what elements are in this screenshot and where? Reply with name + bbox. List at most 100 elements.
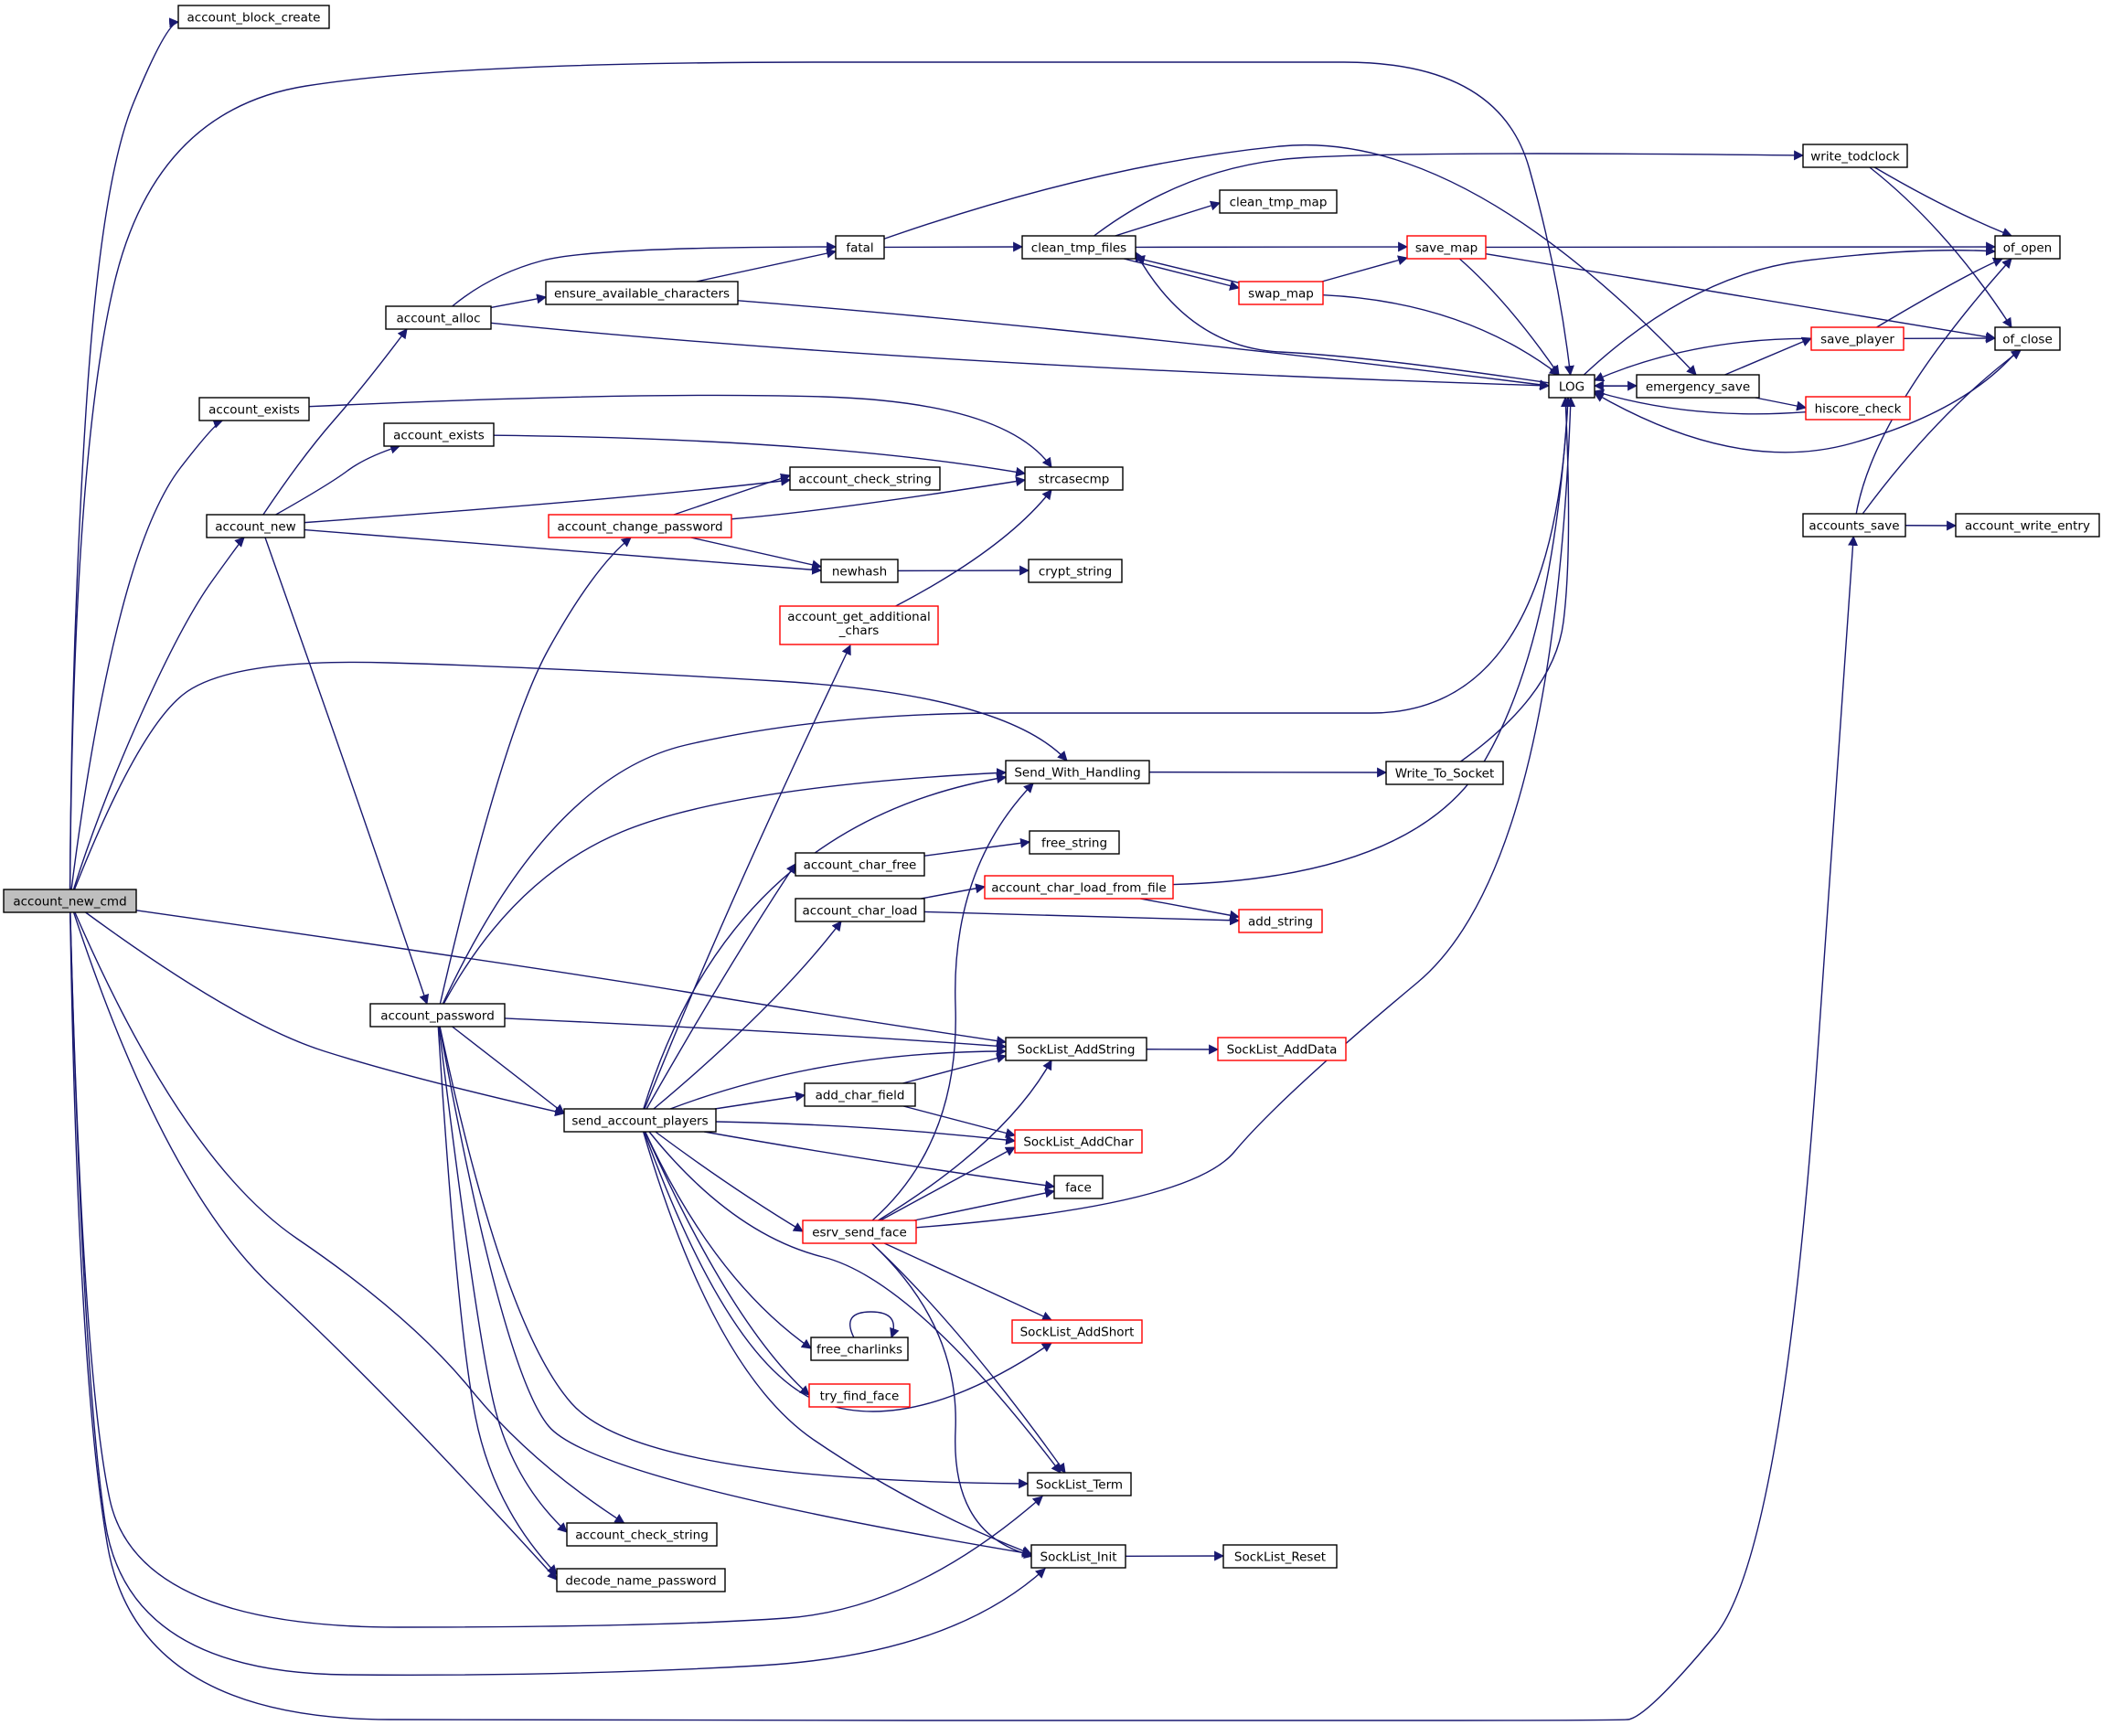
node-LOG[interactable]: LOG: [1548, 374, 1595, 399]
edge-account_change_password-to-account_check_string_a: [673, 473, 792, 516]
edge-clean_tmp_files-to-write_todclock: [1094, 150, 1805, 237]
node-box: [804, 1082, 916, 1107]
node-face[interactable]: face: [1053, 1175, 1104, 1199]
edge-account_char_load_from_file-to-LOG: [1172, 396, 1573, 886]
node-save_map[interactable]: save_map: [1406, 235, 1487, 260]
node-label: save_player: [1820, 333, 1894, 347]
node-account_get_additional_chars[interactable]: account_get_additional_chars: [779, 605, 939, 645]
node-add_string[interactable]: add_string: [1238, 909, 1323, 933]
node-account_char_load[interactable]: account_char_load: [795, 898, 925, 922]
node-box: [795, 852, 925, 877]
edge-ensure_available_characters-to-LOG: [737, 300, 1551, 390]
node-fatal[interactable]: fatal: [835, 235, 885, 260]
edge-account_new_cmd-to-SockList_Term: [69, 911, 1043, 1628]
edge-account_new-to-account_alloc: [262, 328, 408, 516]
node-account_char_free[interactable]: account_char_free: [795, 852, 925, 877]
node-clean_tmp_files[interactable]: clean_tmp_files: [1021, 235, 1136, 260]
edge-account_change_password-to-newhash: [690, 537, 823, 570]
edge-save_map-to-of_close: [1485, 252, 1997, 342]
edge-account_change_password-to-strcasecmp: [731, 476, 1027, 520]
node-box: [1011, 1319, 1143, 1344]
node-free_charlinks[interactable]: free_charlinks: [810, 1337, 909, 1361]
edge-accounts_save-to-of_open: [1855, 258, 2012, 515]
node-label: face: [1065, 1181, 1092, 1196]
node-account_check_string_b[interactable]: account_check_string: [566, 1522, 718, 1547]
node-decode_name_password[interactable]: decode_name_password: [556, 1568, 726, 1592]
node-write_todclock[interactable]: write_todclock: [1802, 144, 1908, 168]
node-label: fatal: [846, 241, 873, 256]
node-account_char_load_from_file[interactable]: account_char_load_from_file: [984, 875, 1174, 900]
node-account_new[interactable]: account_new: [206, 514, 305, 538]
node-add_char_field[interactable]: add_char_field: [804, 1082, 916, 1107]
edge-esrv_send_face-to-LOG: [915, 396, 1576, 1229]
node-box: [779, 605, 939, 645]
edge-save_map-to-LOG: [1458, 258, 1560, 376]
node-account_new_cmd[interactable]: account_new_cmd: [3, 889, 137, 913]
node-label: account_change_password: [557, 520, 722, 535]
node-label: of_open: [2003, 241, 2052, 256]
node-label: hiscore_check: [1815, 402, 1902, 417]
edge-account_new_cmd-to-Send_With_Handling: [73, 661, 1068, 890]
edge-save_player-to-of_open: [1876, 257, 2004, 328]
node-SockList_AddChar[interactable]: SockList_AddChar: [1014, 1129, 1143, 1154]
node-label: free_charlinks: [816, 1343, 902, 1358]
node-SockList_Reset[interactable]: SockList_Reset: [1222, 1544, 1338, 1569]
node-box: [795, 898, 925, 922]
node-label: Write_To_Socket: [1395, 767, 1495, 782]
node-label: write_todclock: [1810, 150, 1900, 165]
edge-swap_map-to-LOG: [1322, 293, 1560, 376]
node-account_exists_b[interactable]: account_exists: [383, 422, 495, 447]
node-SockList_AddShort[interactable]: SockList_AddShort: [1011, 1319, 1143, 1344]
node-SockList_AddString[interactable]: SockList_AddString: [1005, 1037, 1147, 1061]
node-Send_With_Handling[interactable]: Send_With_Handling: [1005, 760, 1150, 784]
node-strcasecmp[interactable]: strcasecmp: [1024, 466, 1124, 491]
node-emergency_save[interactable]: emergency_save: [1636, 374, 1760, 399]
node-swap_map[interactable]: swap_map: [1238, 281, 1324, 305]
node-label: send_account_players: [571, 1114, 708, 1129]
node-box: [802, 1219, 917, 1244]
node-SockList_Init[interactable]: SockList_Init: [1030, 1544, 1126, 1569]
node-account_alloc[interactable]: account_alloc: [385, 305, 492, 330]
node-box: [545, 281, 739, 305]
edge-account_new-to-account_check_string_a: [304, 475, 792, 524]
edge-send_account_players-to-SockList_Term: [648, 1131, 1062, 1474]
node-save_player[interactable]: save_player: [1810, 326, 1905, 351]
node-account_write_entry[interactable]: account_write_entry: [1955, 513, 2100, 538]
edge-free_charlinks-to-free_charlinks: [849, 1311, 900, 1339]
node-box: [383, 422, 495, 447]
node-box: [1014, 1129, 1143, 1154]
node-account_check_string_a[interactable]: account_check_string: [789, 466, 941, 491]
node-label: swap_map: [1248, 287, 1314, 302]
node-account_block_create[interactable]: account_block_create: [177, 5, 330, 29]
node-send_account_players[interactable]: send_account_players: [563, 1108, 717, 1133]
node-label: strcasecmp: [1039, 473, 1110, 487]
node-SockList_Term[interactable]: SockList_Term: [1027, 1472, 1132, 1496]
node-hiscore_check[interactable]: hiscore_check: [1805, 396, 1911, 421]
node-Write_To_Socket[interactable]: Write_To_Socket: [1385, 761, 1504, 785]
node-newhash[interactable]: newhash: [820, 559, 899, 583]
node-esrv_send_face[interactable]: esrv_send_face: [802, 1219, 917, 1244]
node-ensure_available_characters[interactable]: ensure_available_characters: [545, 281, 739, 305]
edge-emergency_save-to-save_player: [1724, 336, 1813, 376]
node-of_open[interactable]: of_open: [1994, 235, 2061, 260]
node-accounts_save[interactable]: accounts_save: [1802, 513, 1906, 538]
node-account_change_password[interactable]: account_change_password: [548, 514, 732, 538]
edge-account_char_load_from_file-to-add_string: [1140, 898, 1241, 921]
node-account_password[interactable]: account_password: [369, 1003, 506, 1028]
edge-send_account_players-to-account_char_load: [653, 921, 842, 1110]
node-crypt_string[interactable]: crypt_string: [1028, 559, 1123, 583]
node-account_exists_a[interactable]: account_exists: [198, 397, 310, 421]
node-try_find_face[interactable]: try_find_face: [808, 1383, 911, 1408]
node-clean_tmp_map[interactable]: clean_tmp_map: [1219, 189, 1338, 214]
node-box: [1005, 1037, 1147, 1061]
edge-account_new_cmd-to-accounts_save: [69, 535, 1859, 1721]
node-label-line: _chars: [838, 623, 880, 638]
node-of_close[interactable]: of_close: [1994, 326, 2061, 351]
edge-account_char_load-to-account_char_load_from_file: [921, 883, 987, 900]
edge-esrv_send_face-to-SockList_Init: [870, 1242, 1035, 1559]
node-SockList_AddData[interactable]: SockList_AddData: [1217, 1037, 1347, 1061]
node-free_string[interactable]: free_string: [1029, 830, 1120, 855]
edge-account_password-to-SockList_Init: [439, 1026, 1033, 1558]
edge-accounts_save-to-of_close: [1862, 349, 2022, 515]
node-label: newhash: [832, 565, 887, 580]
